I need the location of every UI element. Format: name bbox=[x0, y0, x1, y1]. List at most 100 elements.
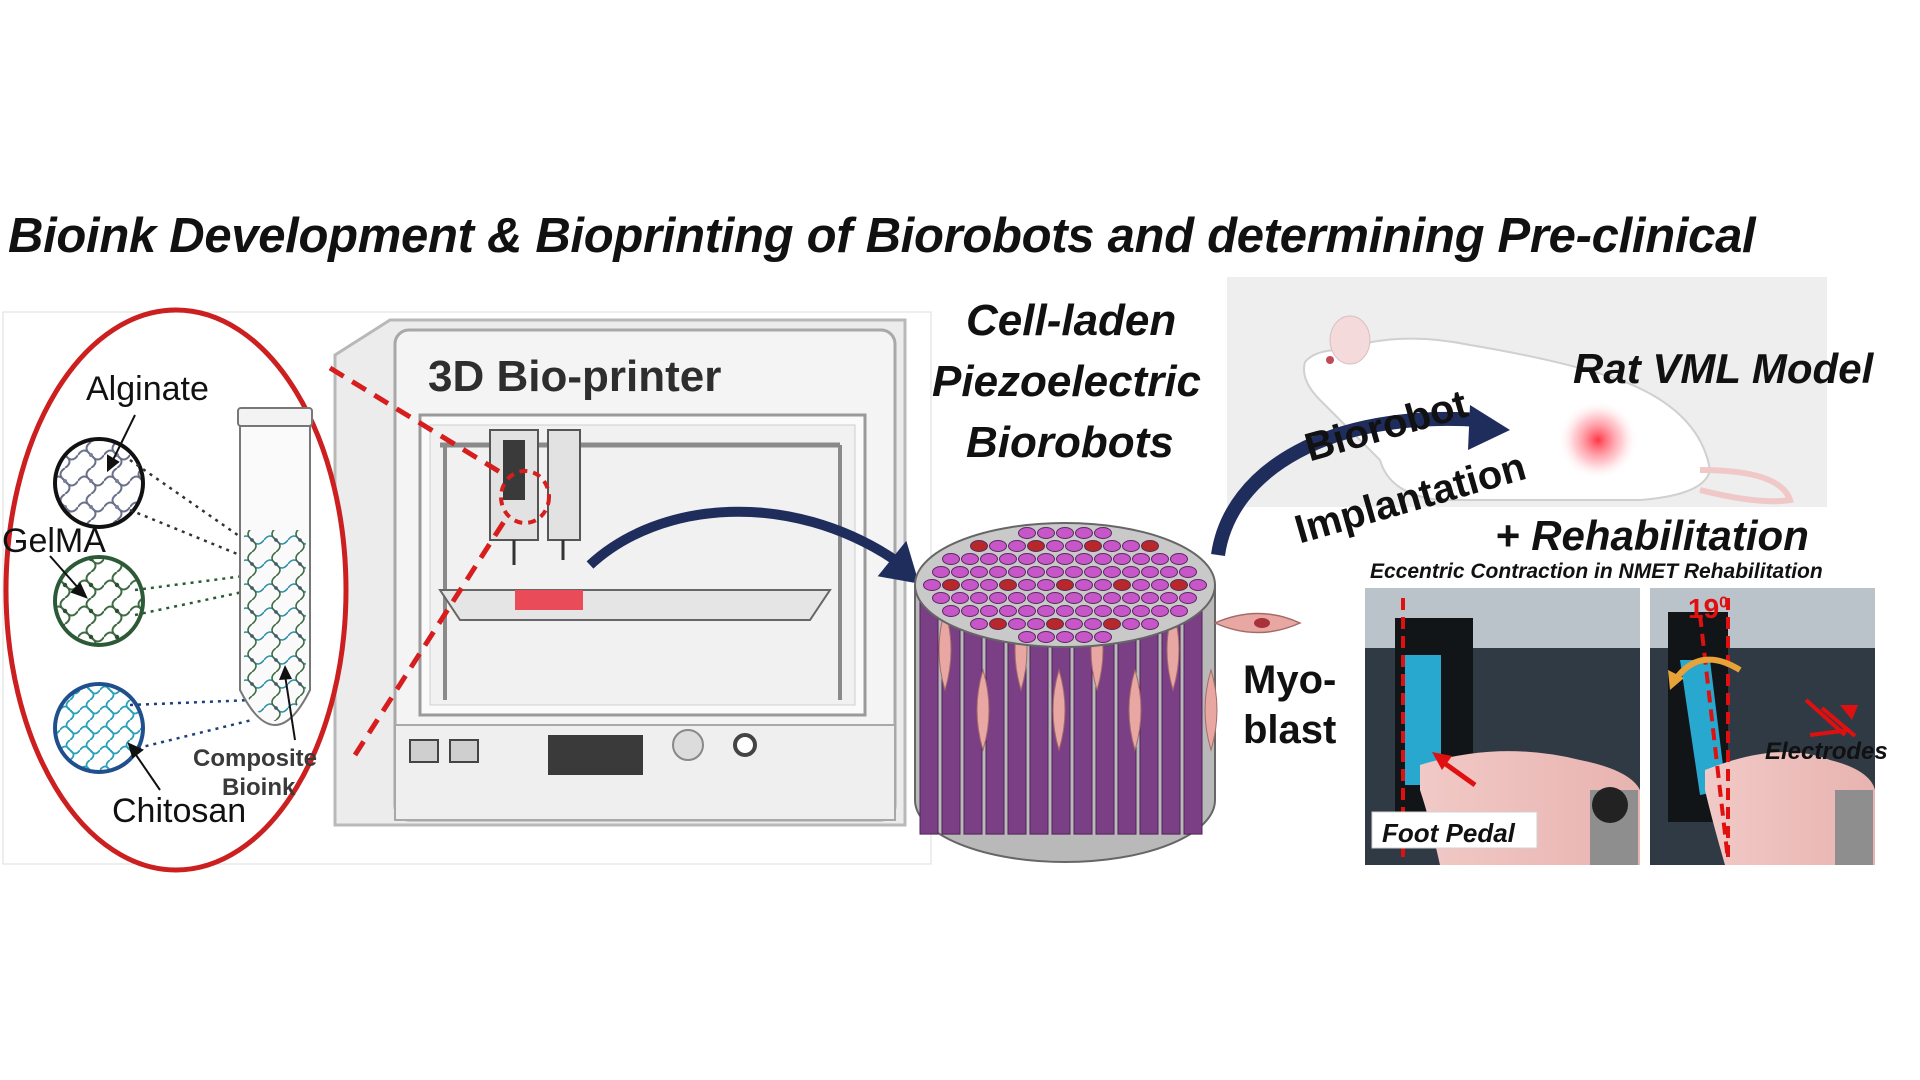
fiber-end bbox=[1037, 553, 1055, 565]
fiber-end bbox=[989, 592, 1007, 604]
fiber-end bbox=[1018, 527, 1036, 539]
fiber-end bbox=[989, 618, 1007, 630]
fiber-end bbox=[970, 566, 988, 578]
myoblast-in-scaffold bbox=[938, 608, 952, 692]
gelma-label: GelMA bbox=[2, 522, 106, 560]
fiber-end bbox=[932, 592, 950, 604]
fiber-end bbox=[1018, 605, 1036, 617]
composite-bioink-label-line1: Composite bbox=[193, 745, 318, 772]
fiber-end bbox=[942, 553, 960, 565]
fiber-end bbox=[1094, 631, 1112, 643]
fiber-end bbox=[1027, 566, 1045, 578]
fiber-end bbox=[1122, 540, 1140, 552]
fiber-end bbox=[999, 579, 1017, 591]
chitosan-label: Chitosan bbox=[112, 792, 247, 830]
fiber-end bbox=[980, 605, 998, 617]
fiber-end bbox=[1018, 553, 1036, 565]
fiber-end bbox=[1132, 553, 1150, 565]
fiber-end bbox=[932, 566, 950, 578]
biorobot-heading-line1: Cell-laden bbox=[966, 296, 1177, 345]
electrodes-label: Electrodes bbox=[1765, 738, 1888, 765]
fiber-end bbox=[961, 579, 979, 591]
fiber-end bbox=[1094, 527, 1112, 539]
fiber-end bbox=[1046, 592, 1064, 604]
composite-bioink-label-line2: Bioink bbox=[222, 774, 296, 801]
fiber-end bbox=[1151, 553, 1169, 565]
fiber-end bbox=[980, 579, 998, 591]
fiber-end bbox=[1065, 566, 1083, 578]
fiber-end bbox=[1132, 605, 1150, 617]
fiber-end bbox=[1170, 579, 1188, 591]
fiber-end bbox=[1056, 553, 1074, 565]
fiber-end bbox=[1056, 579, 1074, 591]
fiber-end bbox=[1084, 592, 1102, 604]
fiber-end bbox=[1075, 631, 1093, 643]
fiber-end bbox=[970, 540, 988, 552]
fiber-end bbox=[1132, 579, 1150, 591]
fiber-end bbox=[961, 605, 979, 617]
fiber-end bbox=[1027, 540, 1045, 552]
angle-unit: 0 bbox=[1719, 594, 1729, 612]
fiber-end bbox=[1122, 566, 1140, 578]
fiber-end bbox=[1113, 553, 1131, 565]
biorobot-heading-line3: Biorobots bbox=[966, 418, 1174, 467]
fiber-end bbox=[999, 605, 1017, 617]
alginate-network bbox=[53, 437, 145, 529]
fiber-end bbox=[1094, 579, 1112, 591]
bioprinter-label: 3D Bio-printer bbox=[428, 352, 722, 401]
myoblast-label-line2: blast bbox=[1243, 708, 1337, 752]
myoblast-in-scaffold bbox=[976, 668, 990, 752]
angle-value: 19 bbox=[1688, 593, 1720, 624]
rat-vml-model-label: Rat VML Model bbox=[1573, 345, 1874, 392]
fiber-end bbox=[970, 592, 988, 604]
biorobot-heading-line2: Piezoelectric bbox=[932, 357, 1202, 406]
fiber-end bbox=[989, 540, 1007, 552]
fiber-end bbox=[1170, 553, 1188, 565]
fiber-end bbox=[980, 553, 998, 565]
rat-vml-model-panel bbox=[1227, 277, 1827, 507]
fiber-end bbox=[1046, 540, 1064, 552]
angle-label: 190 bbox=[1688, 593, 1728, 625]
fiber-end bbox=[1046, 566, 1064, 578]
fiber-end bbox=[1151, 605, 1169, 617]
fiber-end bbox=[1122, 618, 1140, 630]
fiber-end bbox=[951, 566, 969, 578]
fiber-end bbox=[1037, 631, 1055, 643]
rehabilitation-label: + Rehabilitation bbox=[1495, 512, 1809, 559]
fiber-end bbox=[1094, 605, 1112, 617]
fiber-end bbox=[1151, 579, 1169, 591]
fiber-end bbox=[1113, 579, 1131, 591]
rehabilitation-photo-right bbox=[1650, 588, 1875, 865]
myoblast-in-scaffold bbox=[1204, 668, 1218, 752]
fiber-end bbox=[1160, 566, 1178, 578]
fiber-end bbox=[1008, 618, 1026, 630]
fiber-end bbox=[1056, 605, 1074, 617]
foot-pedal-label: Foot Pedal bbox=[1382, 818, 1515, 848]
fiber-end bbox=[1008, 566, 1026, 578]
fiber-end bbox=[942, 605, 960, 617]
fiber-end bbox=[1018, 631, 1036, 643]
fiber-end bbox=[1103, 592, 1121, 604]
fiber-end bbox=[1084, 618, 1102, 630]
fiber-end bbox=[1056, 631, 1074, 643]
fiber-end bbox=[1037, 579, 1055, 591]
fiber-end bbox=[923, 579, 941, 591]
fiber-end bbox=[1018, 579, 1036, 591]
myoblast-in-scaffold bbox=[1052, 668, 1066, 752]
fiber-end bbox=[1075, 527, 1093, 539]
rehabilitation-photo-caption: Eccentric Contraction in NMET Rehabilita… bbox=[1370, 560, 1823, 583]
fiber-end bbox=[1103, 566, 1121, 578]
fiber-end bbox=[970, 618, 988, 630]
fiber-end bbox=[1113, 605, 1131, 617]
gelma-network bbox=[53, 555, 145, 647]
fiber-end bbox=[1037, 527, 1055, 539]
fiber-end bbox=[1094, 553, 1112, 565]
myoblast-label-line1: Myo- bbox=[1243, 658, 1337, 702]
fiber-end bbox=[1141, 566, 1159, 578]
myoblast-cell bbox=[1213, 612, 1302, 634]
fiber-end bbox=[1075, 553, 1093, 565]
fiber-end bbox=[1179, 592, 1197, 604]
fiber-end bbox=[1056, 527, 1074, 539]
fiber-end bbox=[999, 553, 1017, 565]
